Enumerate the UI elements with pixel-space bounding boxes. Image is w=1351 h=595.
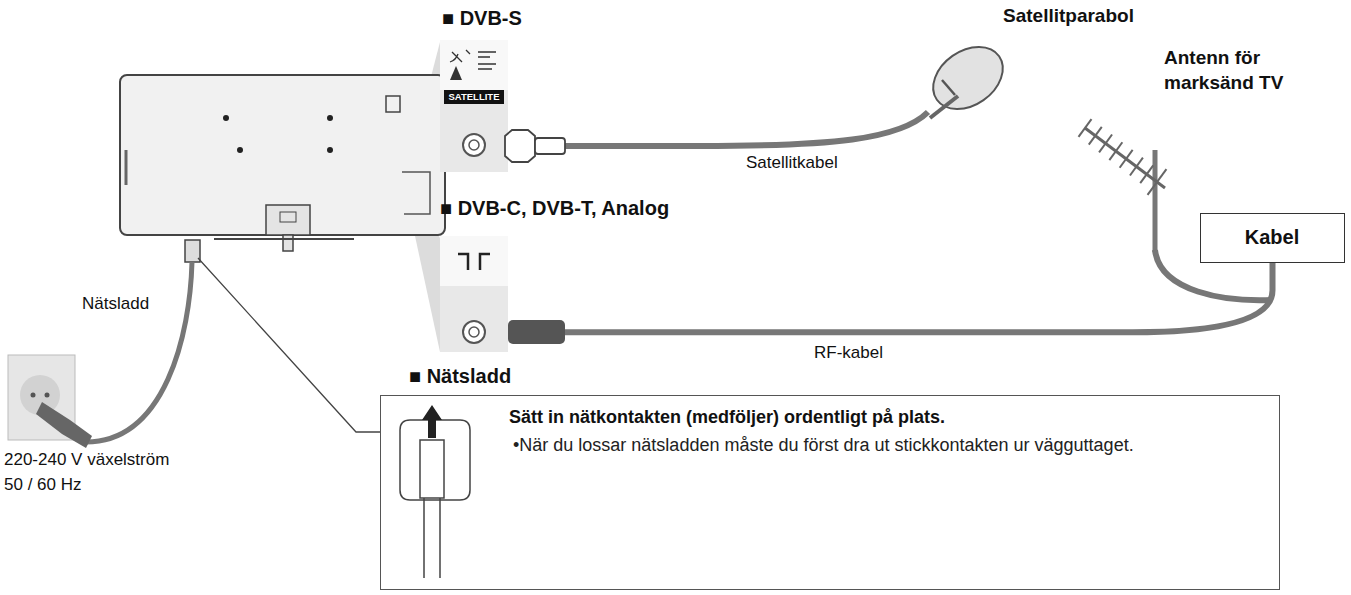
antenna-element <box>1130 158 1143 176</box>
tv-back <box>120 75 445 235</box>
power-spec: 220-240 V växelström 50 / 60 Hz <box>4 448 184 497</box>
cable-source-box: Kabel <box>1200 213 1345 263</box>
satellite-dish <box>921 34 1014 122</box>
instruction-text: Sätt in nätkontakten (medföljer) ordentl… <box>509 406 1249 429</box>
tv-bracket <box>402 172 430 214</box>
antenna-mast <box>1153 150 1158 252</box>
box-label: Kabel <box>1245 225 1299 250</box>
antenna-label: Antenn för marksänd TV <box>1164 46 1289 95</box>
inlet-plug <box>420 440 444 498</box>
inset-fill <box>440 236 508 352</box>
antenna-element <box>1140 165 1153 183</box>
tv-dot <box>223 115 229 121</box>
tv-dot <box>327 147 333 153</box>
satellite-inset: ■ DVB-SSATELLITE <box>440 40 508 172</box>
insert-arrow <box>422 405 442 438</box>
satellite-socket <box>463 134 485 156</box>
antenna-element <box>1148 169 1167 195</box>
note-text: •När du lossar nätsladden måste du först… <box>513 434 1253 457</box>
tv-slot <box>125 150 128 185</box>
tv-stand <box>283 235 293 251</box>
power-plug <box>36 402 92 448</box>
antenna-element <box>1089 127 1102 145</box>
inset-fill <box>440 236 508 286</box>
tv-dot <box>327 115 333 121</box>
inset-fill <box>440 40 508 90</box>
dish-arm <box>942 80 955 95</box>
satellite-icon <box>450 66 462 80</box>
antenna-boom <box>1085 128 1165 188</box>
cable-label: Satellitkabel <box>746 152 838 174</box>
inlet-cord <box>424 498 440 578</box>
tv-stand <box>266 205 310 235</box>
antenna-element <box>1120 150 1133 168</box>
power-cord-box: ■ NätsladdSätt in nätkontakten (medfölje… <box>380 395 1280 590</box>
rf-cable <box>508 263 1273 332</box>
inset-heading: ■ DVB-S <box>442 6 522 31</box>
f-plug <box>535 138 565 154</box>
rf-plug <box>508 320 565 344</box>
rf-socket <box>469 327 479 337</box>
inset-fill <box>440 40 508 172</box>
f-plug <box>505 130 535 162</box>
box-heading: ■ Nätsladd <box>409 364 511 389</box>
tv-port <box>386 96 400 112</box>
cord-label: Nätsladd <box>82 293 149 315</box>
power-socket <box>185 240 200 262</box>
outlet-hole <box>45 393 50 398</box>
tv-stand-base <box>214 238 354 240</box>
tv-stand <box>280 212 296 222</box>
satellite-socket <box>469 140 479 150</box>
tv-dot <box>237 147 243 153</box>
outlet-hole <box>31 393 36 398</box>
antenna-element <box>1109 142 1122 160</box>
inset-heading: ■ DVB-C, DVB-T, Analog <box>440 196 669 221</box>
port-label: SATELLITE <box>444 90 504 104</box>
satellite-cable <box>565 112 928 146</box>
leader-line <box>198 258 380 432</box>
dish-mount <box>930 96 958 118</box>
cable-label: RF-kabel <box>812 342 885 364</box>
antenna-element <box>1099 135 1112 153</box>
antenna-symbol <box>458 254 490 270</box>
dish-label: Satellitparabol <box>1003 4 1134 29</box>
antenna-elements <box>1079 119 1167 195</box>
power-cord <box>86 262 192 442</box>
antenna-inset: ■ DVB-C, DVB-T, Analog <box>440 236 508 352</box>
rf-socket <box>463 321 485 343</box>
antenna-element <box>1079 119 1092 137</box>
satellite-icon <box>450 50 496 69</box>
